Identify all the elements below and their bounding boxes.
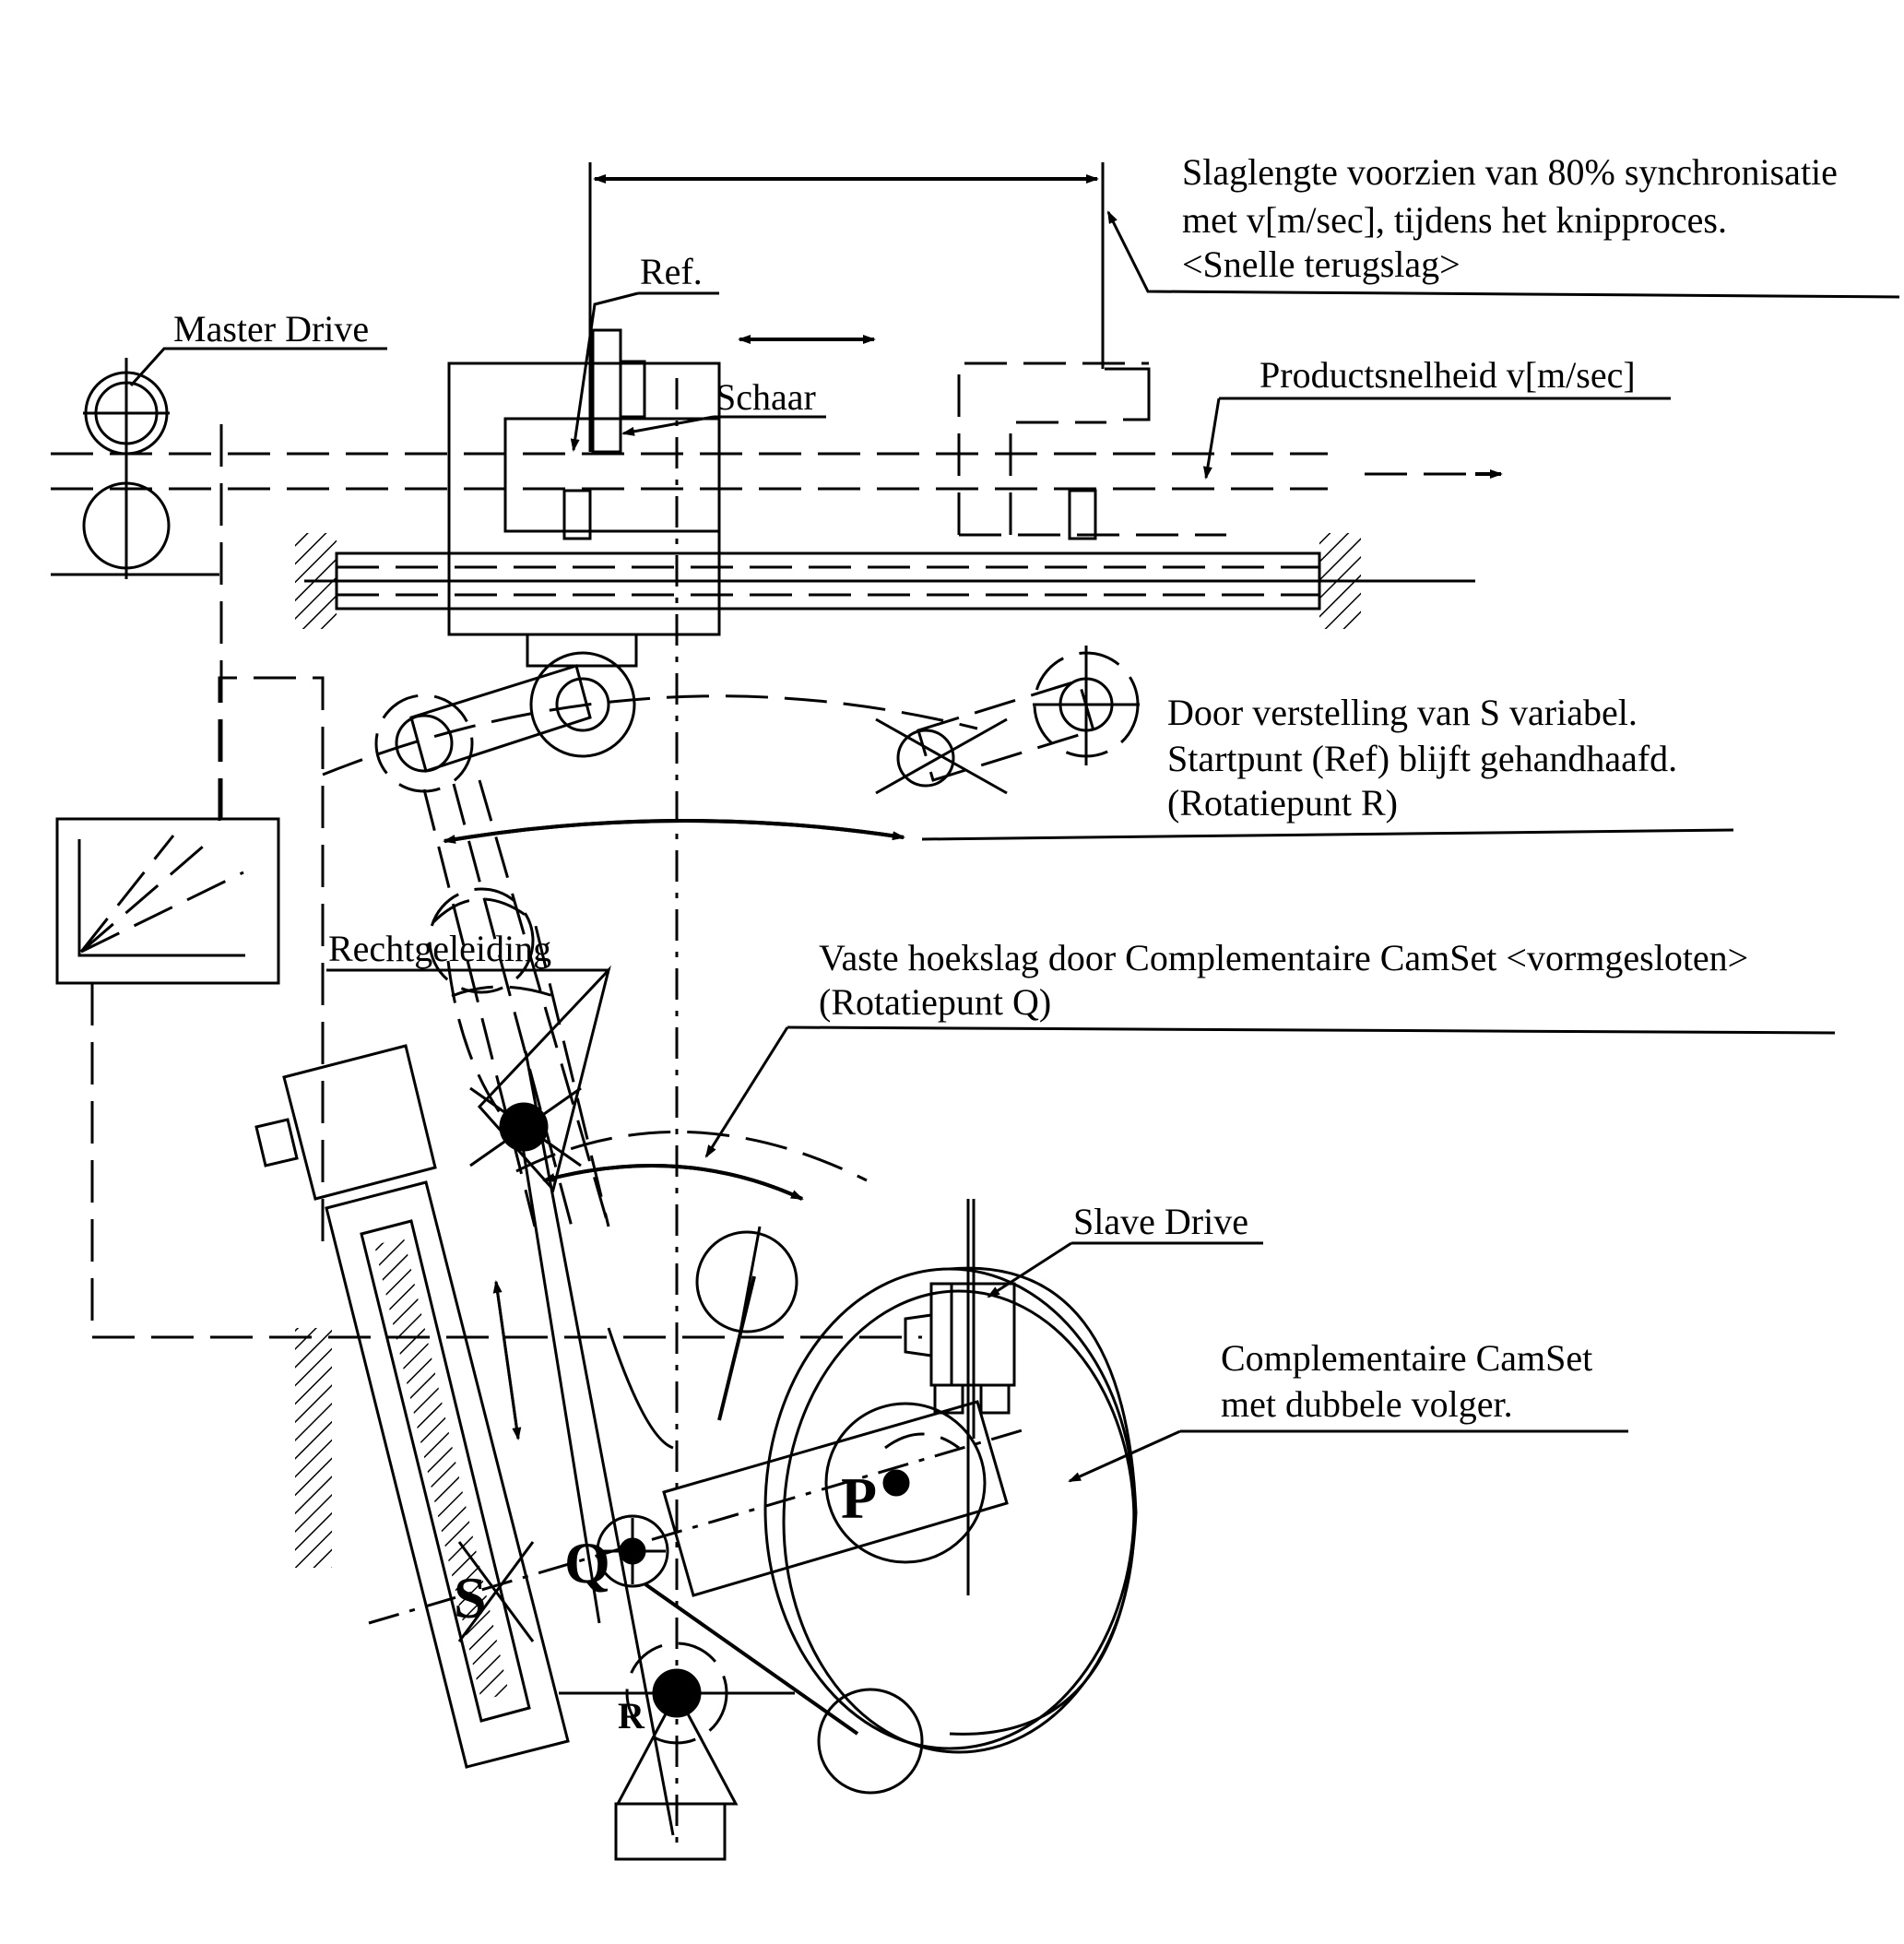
stroke-length-dimension [588, 162, 1900, 452]
ref-label: Ref. [640, 251, 703, 292]
point-s: S [454, 1565, 487, 1630]
schaar-label: Schaar [715, 376, 816, 418]
cam-set [368, 1199, 1138, 1795]
linear-slide [254, 1044, 570, 1769]
carriage-wheels [526, 634, 1140, 765]
stroke-note-line-1: Slaglengte voorzien van 80% synchronisat… [1182, 151, 1838, 193]
product-strip [51, 452, 1503, 491]
adjust-note-line-3: (Rotatiepunt R) [1167, 782, 1398, 824]
control-box [55, 424, 922, 1339]
adjust-note-line-1: Door verstelling van S variabel. [1167, 692, 1638, 733]
carriage-left [447, 328, 876, 636]
adjust-note-line-2: Startpunt (Ref) blijft gehandhaafd. [1167, 738, 1677, 779]
carriage-right [957, 362, 1226, 540]
arc-paths [322, 694, 1734, 1135]
slave-drive-label: Slave Drive [1073, 1201, 1248, 1242]
camset-label-line-2: met dubbele volger. [1221, 1383, 1513, 1425]
pivot-r [559, 378, 795, 1861]
master-drive-label: Master Drive [173, 308, 369, 350]
camset-label-line-1: Complementaire CamSet [1221, 1337, 1592, 1379]
angle-note-line-2: (Rotatiepunt Q) [819, 981, 1051, 1023]
ref-leader-line [570, 291, 639, 452]
product-speed-label: Productsnelheid v[m/sec] [1259, 354, 1636, 396]
connecting-links [374, 664, 1095, 795]
pivot-q [596, 1514, 669, 1588]
point-r: R [618, 1695, 645, 1737]
stroke-note-line-2: met v[m/sec], tijdens het knipproces. [1182, 199, 1727, 241]
slave-drive-motor [904, 1199, 1016, 1439]
point-p: P [841, 1465, 877, 1531]
rechtgeleiding-label: Rechtgeleiding [328, 928, 551, 969]
point-q: Q [564, 1530, 610, 1595]
angle-note-leader [786, 1025, 1836, 1035]
stroke-note-line-3: <Snelle terugslag> [1182, 243, 1461, 285]
angle-note-line-1: Vaste hoekslag door Complementaire CamSe… [819, 937, 1748, 978]
master-drive-rollers [51, 347, 387, 579]
fixed-angle-arc [515, 1130, 868, 1182]
guide-rail [295, 533, 1475, 629]
